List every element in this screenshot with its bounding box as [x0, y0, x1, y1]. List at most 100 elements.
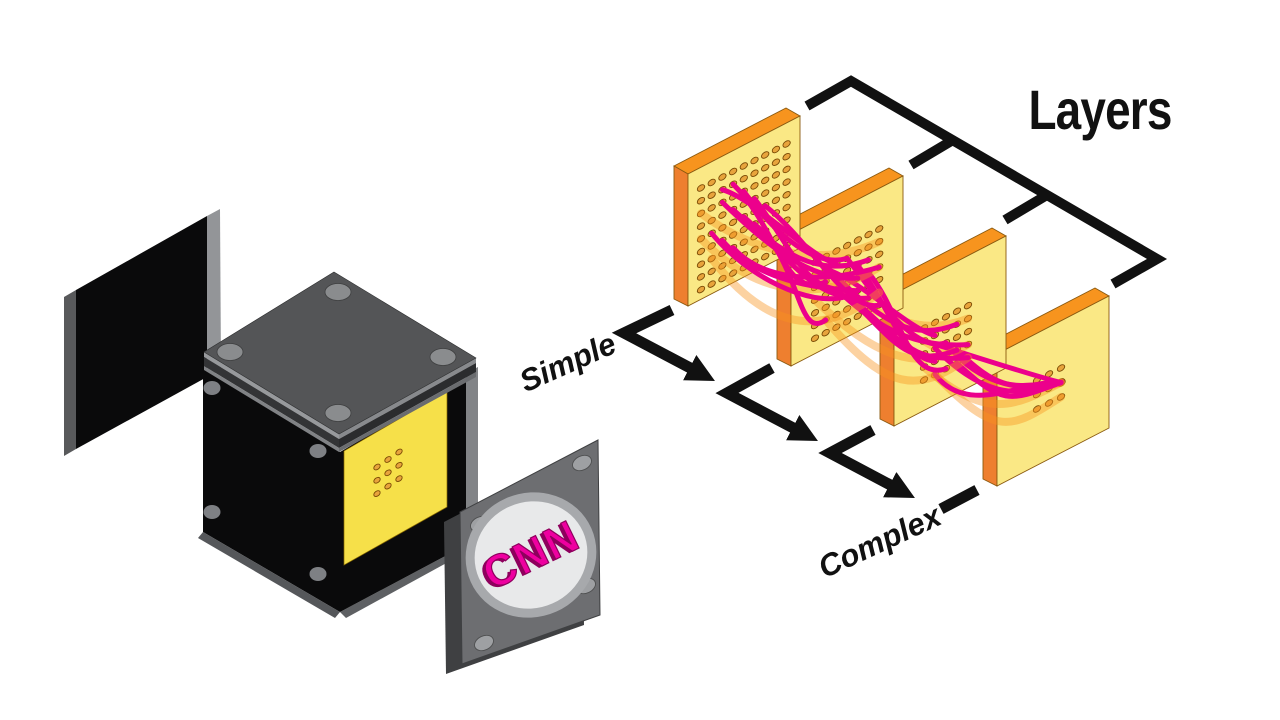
feature-dot	[782, 178, 791, 186]
connection-curve	[730, 245, 882, 280]
feature-dot	[761, 189, 770, 197]
back-panel-left-edge	[64, 290, 76, 456]
feature-dot	[718, 211, 727, 219]
feature-dot	[853, 236, 862, 244]
feature-dot	[750, 245, 759, 254]
feature-dot	[1032, 405, 1042, 413]
connection-curve	[855, 262, 938, 364]
feature-dot	[1056, 393, 1066, 401]
lid-rim-light-left	[204, 366, 339, 452]
feature-dot	[761, 163, 770, 172]
feature-dot	[1056, 364, 1066, 372]
sensor-dot	[373, 490, 381, 497]
feature-dot	[761, 151, 770, 159]
lid-side-dark-left	[204, 357, 339, 448]
feature-dot	[750, 169, 759, 177]
rivet	[324, 283, 352, 301]
feature-dot	[782, 140, 791, 148]
sensor-dot	[395, 461, 403, 469]
feature-dot	[842, 317, 852, 326]
feature-dot	[707, 242, 716, 250]
sensor-dot	[373, 476, 381, 484]
feature-dot	[810, 334, 820, 342]
feature-dot	[963, 301, 973, 310]
back-panel-right-edge	[207, 209, 221, 377]
feature-dot	[696, 273, 706, 281]
feature-dot	[782, 152, 791, 161]
camera-body	[198, 271, 478, 618]
feature-dot	[728, 269, 738, 277]
sensor-dot	[384, 456, 392, 463]
rivet	[203, 381, 221, 395]
rivet	[203, 505, 221, 519]
connection-curve	[752, 221, 829, 326]
sensor-dot	[373, 463, 381, 471]
feature-dot	[782, 191, 791, 199]
feature-dot	[919, 376, 929, 384]
feature-dot	[875, 250, 884, 259]
feature-dot	[696, 209, 706, 218]
ghost-connection-curve	[931, 370, 1065, 426]
sensor-dot	[384, 482, 392, 490]
rivet	[309, 444, 327, 458]
bracket-path	[804, 75, 1168, 289]
feature-dot	[771, 183, 781, 192]
feature-dot	[810, 309, 820, 317]
feature-dot	[696, 196, 706, 205]
feature-dot	[832, 310, 841, 319]
feature-dot	[842, 241, 852, 250]
feature-dot	[728, 231, 738, 239]
sensor-dot	[395, 448, 403, 456]
feature-dot	[771, 158, 781, 166]
feature-dot	[718, 274, 727, 283]
body-left-face	[203, 368, 340, 612]
step-arrow-1	[611, 305, 715, 382]
lid-rim-light-right	[339, 372, 476, 452]
rivet	[309, 567, 327, 581]
feature-dot	[941, 313, 951, 321]
rivet	[324, 404, 352, 422]
lid-bevel-light-left	[204, 352, 339, 439]
feature-dot	[821, 303, 830, 312]
feature-dot	[707, 216, 716, 225]
feature-dot	[864, 243, 873, 251]
connection-curve	[844, 293, 960, 359]
lid-rivets	[216, 283, 457, 422]
sensor-dot-grid	[373, 448, 403, 497]
camera-back-panel	[64, 209, 221, 456]
feature-dot	[875, 237, 884, 246]
feature-dot	[718, 224, 727, 232]
feature-dot	[696, 222, 706, 230]
feature-dot	[963, 327, 973, 336]
step-arrow-3	[818, 425, 915, 499]
layers-title: Layers	[1028, 79, 1171, 141]
layers-diagram	[673, 107, 1110, 487]
feature-dot	[771, 196, 781, 205]
connection-curve	[866, 270, 949, 373]
body-bottom-bevel-right	[340, 545, 472, 618]
complex-label: Complex	[813, 497, 948, 585]
feature-dot	[707, 178, 716, 187]
feature-dot	[853, 248, 862, 257]
feature-dot	[739, 162, 748, 170]
lens	[474, 501, 588, 609]
connection-curve	[762, 203, 882, 309]
ghost-connection-curve	[707, 254, 884, 326]
feature-dot	[707, 280, 716, 288]
lid-bevel-light-right	[339, 358, 476, 439]
connections-layer1-to-layer2	[697, 181, 884, 326]
progression-end-dash	[938, 485, 980, 514]
feature-dot	[750, 182, 759, 190]
rivet	[429, 348, 457, 366]
feature-dot	[853, 312, 862, 320]
feature-dot	[832, 323, 841, 331]
layer-panel-1	[673, 107, 801, 307]
feature-dot	[718, 262, 727, 270]
feature-dot	[771, 171, 781, 179]
rivet	[216, 343, 244, 361]
lid-side-dark-right	[339, 363, 476, 448]
feature-dot	[821, 328, 830, 337]
feature-dot	[696, 260, 706, 268]
